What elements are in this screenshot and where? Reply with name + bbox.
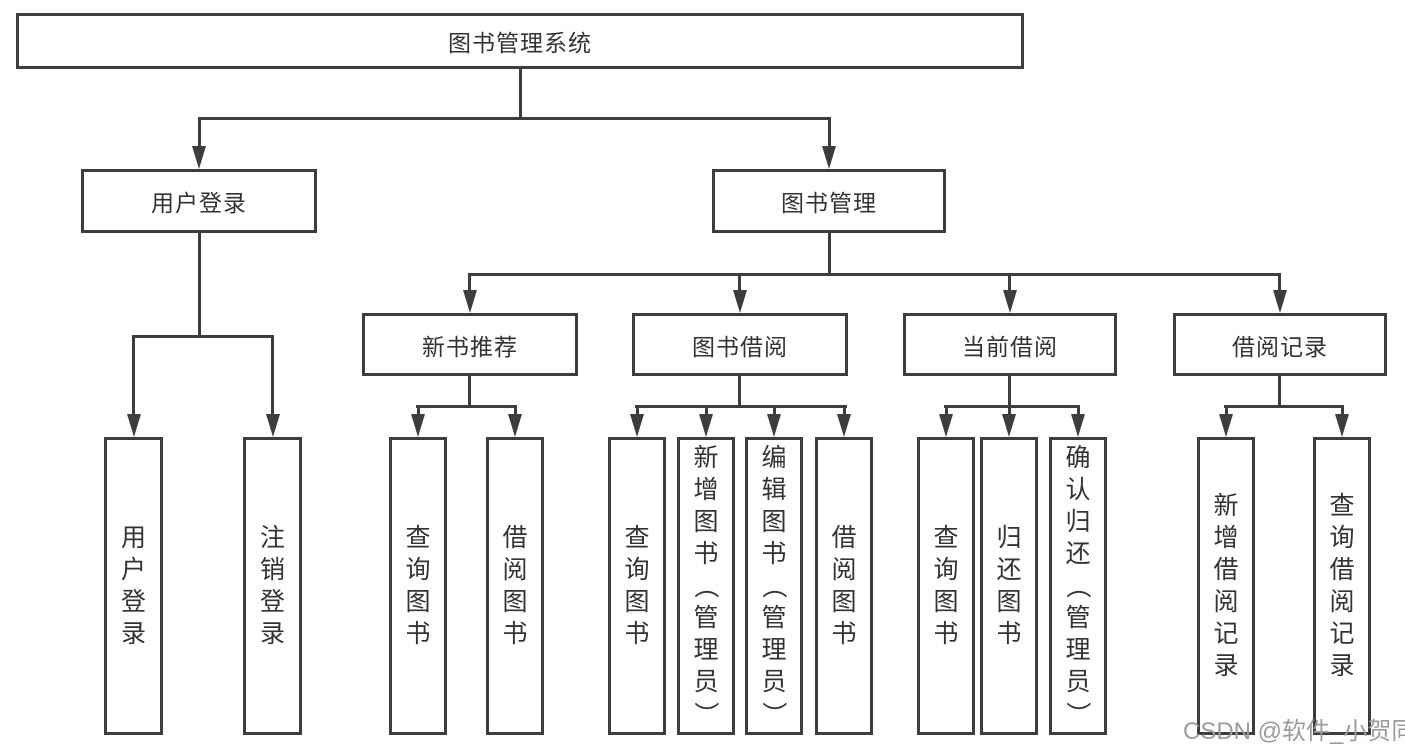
connector-drop — [843, 405, 846, 416]
leaf-borrow-borrow-books: 借阅图书 — [815, 437, 873, 735]
arrow-down-icon — [192, 146, 206, 169]
arrow-down-icon — [733, 290, 747, 313]
arrow-down-icon — [1002, 414, 1016, 437]
leaf-records-add-record: 新增借阅记录 — [1197, 437, 1255, 735]
connector-root-stem — [519, 69, 522, 119]
arrow-down-icon — [463, 290, 477, 313]
node-book-management: 图书管理 — [712, 169, 946, 233]
node-user-login: 用户登录 — [81, 169, 317, 233]
connector-l2-bar — [468, 273, 1281, 276]
arrow-down-icon — [508, 414, 522, 437]
connector-l1-bar — [198, 117, 831, 120]
arrow-down-icon — [837, 414, 851, 437]
arrow-down-icon — [1219, 414, 1233, 437]
leaf-records-query-record: 查询借阅记录 — [1313, 437, 1371, 735]
connector-bar — [132, 335, 274, 338]
connector-drop — [1341, 405, 1344, 416]
connector-drop — [417, 405, 420, 416]
leaf-user-login: 用户登录 — [104, 437, 163, 735]
connector-drop — [773, 405, 776, 416]
arrow-down-icon — [630, 414, 644, 437]
connector-stem — [738, 376, 741, 407]
connector-stem — [468, 376, 471, 407]
arrow-down-icon — [266, 414, 280, 437]
connector-stem — [828, 233, 831, 275]
leaf-borrow-add-books-admin: 新增图书（管理员） — [677, 437, 735, 735]
connector-drop — [468, 273, 471, 292]
leaf-recommend-query-books: 查询图书 — [389, 437, 447, 735]
connector-drop — [1008, 405, 1011, 416]
arrow-down-icon — [1273, 290, 1287, 313]
leaf-borrow-edit-books-admin: 编辑图书（管理员） — [745, 437, 803, 735]
connector-drop — [738, 273, 741, 292]
connector-drop — [1278, 273, 1281, 292]
connector-drop — [1225, 405, 1228, 416]
connector-bar — [635, 405, 847, 408]
connector-bar — [944, 405, 1080, 408]
arrow-down-icon — [411, 414, 425, 437]
node-root: 图书管理系统 — [16, 13, 1024, 69]
connector-stem — [198, 233, 201, 337]
connector-drop — [828, 117, 831, 149]
arrow-down-icon — [127, 414, 141, 437]
leaf-current-return-books: 归还图书 — [980, 437, 1038, 735]
connector-drop — [198, 117, 201, 149]
csdn-watermark: CSDN @软件_小贺同学 — [1183, 718, 1405, 745]
connector-drop — [514, 405, 517, 416]
connector-drop — [1077, 405, 1080, 416]
connector-stem — [1008, 376, 1011, 407]
arrow-down-icon — [1003, 290, 1017, 313]
leaf-borrow-query-books: 查询图书 — [608, 437, 666, 735]
arrow-down-icon — [1335, 414, 1349, 437]
connector-bar — [1224, 405, 1344, 408]
arrow-down-icon — [822, 146, 836, 169]
connector-drop — [271, 335, 274, 416]
arrow-down-icon — [1071, 414, 1085, 437]
connector-drop — [132, 335, 135, 416]
connector-stem — [1278, 376, 1281, 407]
leaf-current-query-books: 查询图书 — [917, 437, 975, 735]
node-book-borrow: 图书借阅 — [632, 313, 848, 376]
connector-bar — [416, 405, 517, 408]
connector-drop — [636, 405, 639, 416]
connector-drop — [705, 405, 708, 416]
connector-drop — [945, 405, 948, 416]
node-current-borrow: 当前借阅 — [903, 313, 1117, 376]
connector-drop — [1008, 273, 1011, 292]
leaf-current-confirm-return-admin: 确认归还（管理员） — [1049, 437, 1107, 735]
node-borrow-records: 借阅记录 — [1173, 313, 1387, 376]
arrow-down-icon — [699, 414, 713, 437]
arrow-down-icon — [767, 414, 781, 437]
node-new-book-recommend: 新书推荐 — [362, 313, 578, 376]
leaf-logout: 注销登录 — [243, 437, 302, 735]
leaf-recommend-borrow-books: 借阅图书 — [486, 437, 544, 735]
arrow-down-icon — [939, 414, 953, 437]
